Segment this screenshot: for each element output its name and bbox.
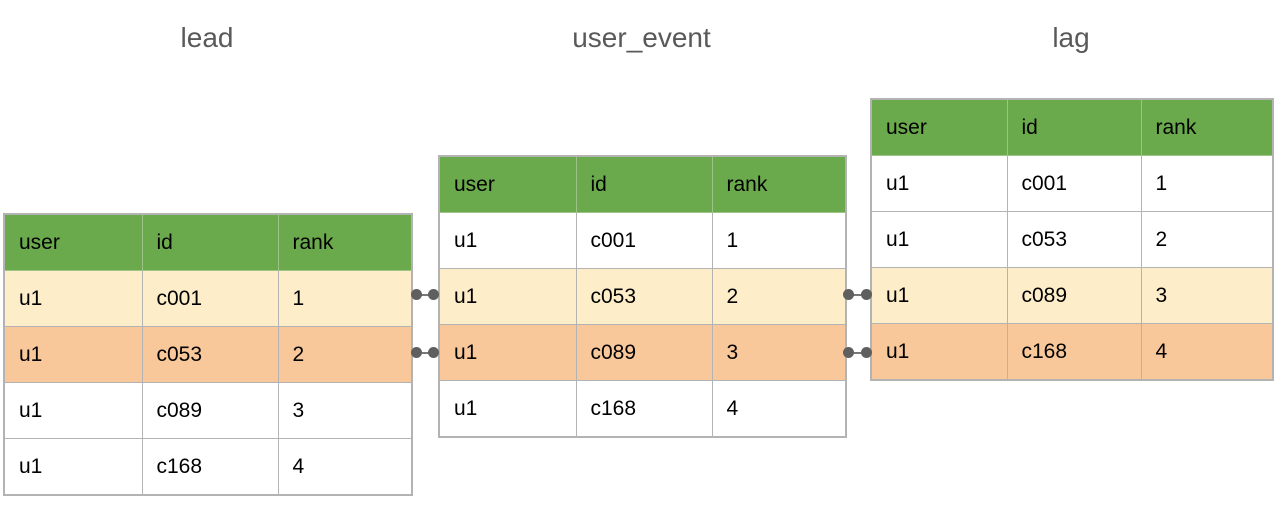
cell-id: c089 <box>141 382 279 439</box>
column-header-id: id <box>1006 98 1142 156</box>
cell-user: u1 <box>438 324 577 381</box>
column-header-user: user <box>870 98 1008 156</box>
table-row: u1 c168 4 <box>438 380 847 438</box>
cell-user: u1 <box>3 382 143 439</box>
cell-id: c001 <box>1006 155 1142 212</box>
connector-dot-left <box>411 347 422 358</box>
connector-dot-right <box>428 289 439 300</box>
cell-id: c001 <box>141 270 279 327</box>
cell-id: c089 <box>1006 267 1142 324</box>
column-header-id: id <box>141 213 279 271</box>
cell-id: c168 <box>575 380 713 438</box>
column-header-rank: rank <box>277 213 413 271</box>
table-title-user-event: user_event <box>572 22 711 53</box>
cell-rank: 4 <box>277 438 413 496</box>
cell-user: u1 <box>3 438 143 496</box>
cell-id: c168 <box>1006 323 1142 381</box>
cell-rank: 1 <box>277 270 413 327</box>
cell-user: u1 <box>870 211 1008 268</box>
connector-dot-right <box>861 347 872 358</box>
connector-lead-to-user-event-cream <box>411 289 439 301</box>
table-row: u1 c053 2 <box>870 211 1274 268</box>
connector-dot-right <box>861 289 872 300</box>
column-header-rank: rank <box>711 155 847 213</box>
cell-rank: 3 <box>1140 267 1274 324</box>
table-row: u1 c001 1 <box>870 155 1274 212</box>
cell-user: u1 <box>870 323 1008 381</box>
cell-rank: 4 <box>1140 323 1274 381</box>
cell-user: u1 <box>870 267 1008 324</box>
cell-id: c053 <box>141 326 279 383</box>
cell-rank: 2 <box>1140 211 1274 268</box>
table-row: u1 c001 1 <box>438 212 847 269</box>
connector-user-event-to-lag-orange <box>843 347 872 359</box>
connector-line <box>846 352 869 354</box>
table-user-event: user id rank u1 c001 1 u1 c053 2 u1 c089… <box>438 155 847 438</box>
cell-rank: 1 <box>711 212 847 269</box>
table-row: u1 c053 2 <box>438 268 847 325</box>
table-lead: user id rank u1 c001 1 u1 c053 2 u1 c089… <box>3 213 413 496</box>
connector-dot-left <box>843 289 854 300</box>
column-header-user: user <box>438 155 577 213</box>
cell-rank: 3 <box>711 324 847 381</box>
column-header-user: user <box>3 213 143 271</box>
cell-user: u1 <box>3 270 143 327</box>
cell-user: u1 <box>438 380 577 438</box>
cell-rank: 2 <box>711 268 847 325</box>
cell-id: c168 <box>141 438 279 496</box>
connector-dot-right <box>428 347 439 358</box>
table-lag: user id rank u1 c001 1 u1 c053 2 u1 c089… <box>870 98 1274 381</box>
cell-user: u1 <box>3 326 143 383</box>
table-row: u1 c168 4 <box>870 323 1274 381</box>
cell-id: c089 <box>575 324 713 381</box>
cell-id: c053 <box>1006 211 1142 268</box>
table-header-row: user id rank <box>3 213 413 271</box>
table-row: u1 c168 4 <box>3 438 413 496</box>
cell-rank: 4 <box>711 380 847 438</box>
table-row: u1 c089 3 <box>3 382 413 439</box>
connector-user-event-to-lag-cream <box>843 289 872 301</box>
table-row: u1 c089 3 <box>870 267 1274 324</box>
column-header-rank: rank <box>1140 98 1274 156</box>
connector-dot-left <box>411 289 422 300</box>
table-row: u1 c053 2 <box>3 326 413 383</box>
table-header-row: user id rank <box>438 155 847 213</box>
table-row: u1 c001 1 <box>3 270 413 327</box>
cell-id: c053 <box>575 268 713 325</box>
connector-line <box>846 294 869 296</box>
connector-line <box>414 294 436 296</box>
cell-rank: 2 <box>277 326 413 383</box>
cell-id: c001 <box>575 212 713 269</box>
connector-dot-left <box>843 347 854 358</box>
cell-rank: 3 <box>277 382 413 439</box>
table-title-lead: lead <box>180 22 234 53</box>
connector-line <box>414 352 436 354</box>
cell-rank: 1 <box>1140 155 1274 212</box>
table-title-lag: lag <box>1052 22 1090 53</box>
column-header-id: id <box>575 155 713 213</box>
cell-user: u1 <box>870 155 1008 212</box>
cell-user: u1 <box>438 212 577 269</box>
connector-lead-to-user-event-orange <box>411 347 439 359</box>
table-row: u1 c089 3 <box>438 324 847 381</box>
cell-user: u1 <box>438 268 577 325</box>
table-header-row: user id rank <box>870 98 1274 156</box>
